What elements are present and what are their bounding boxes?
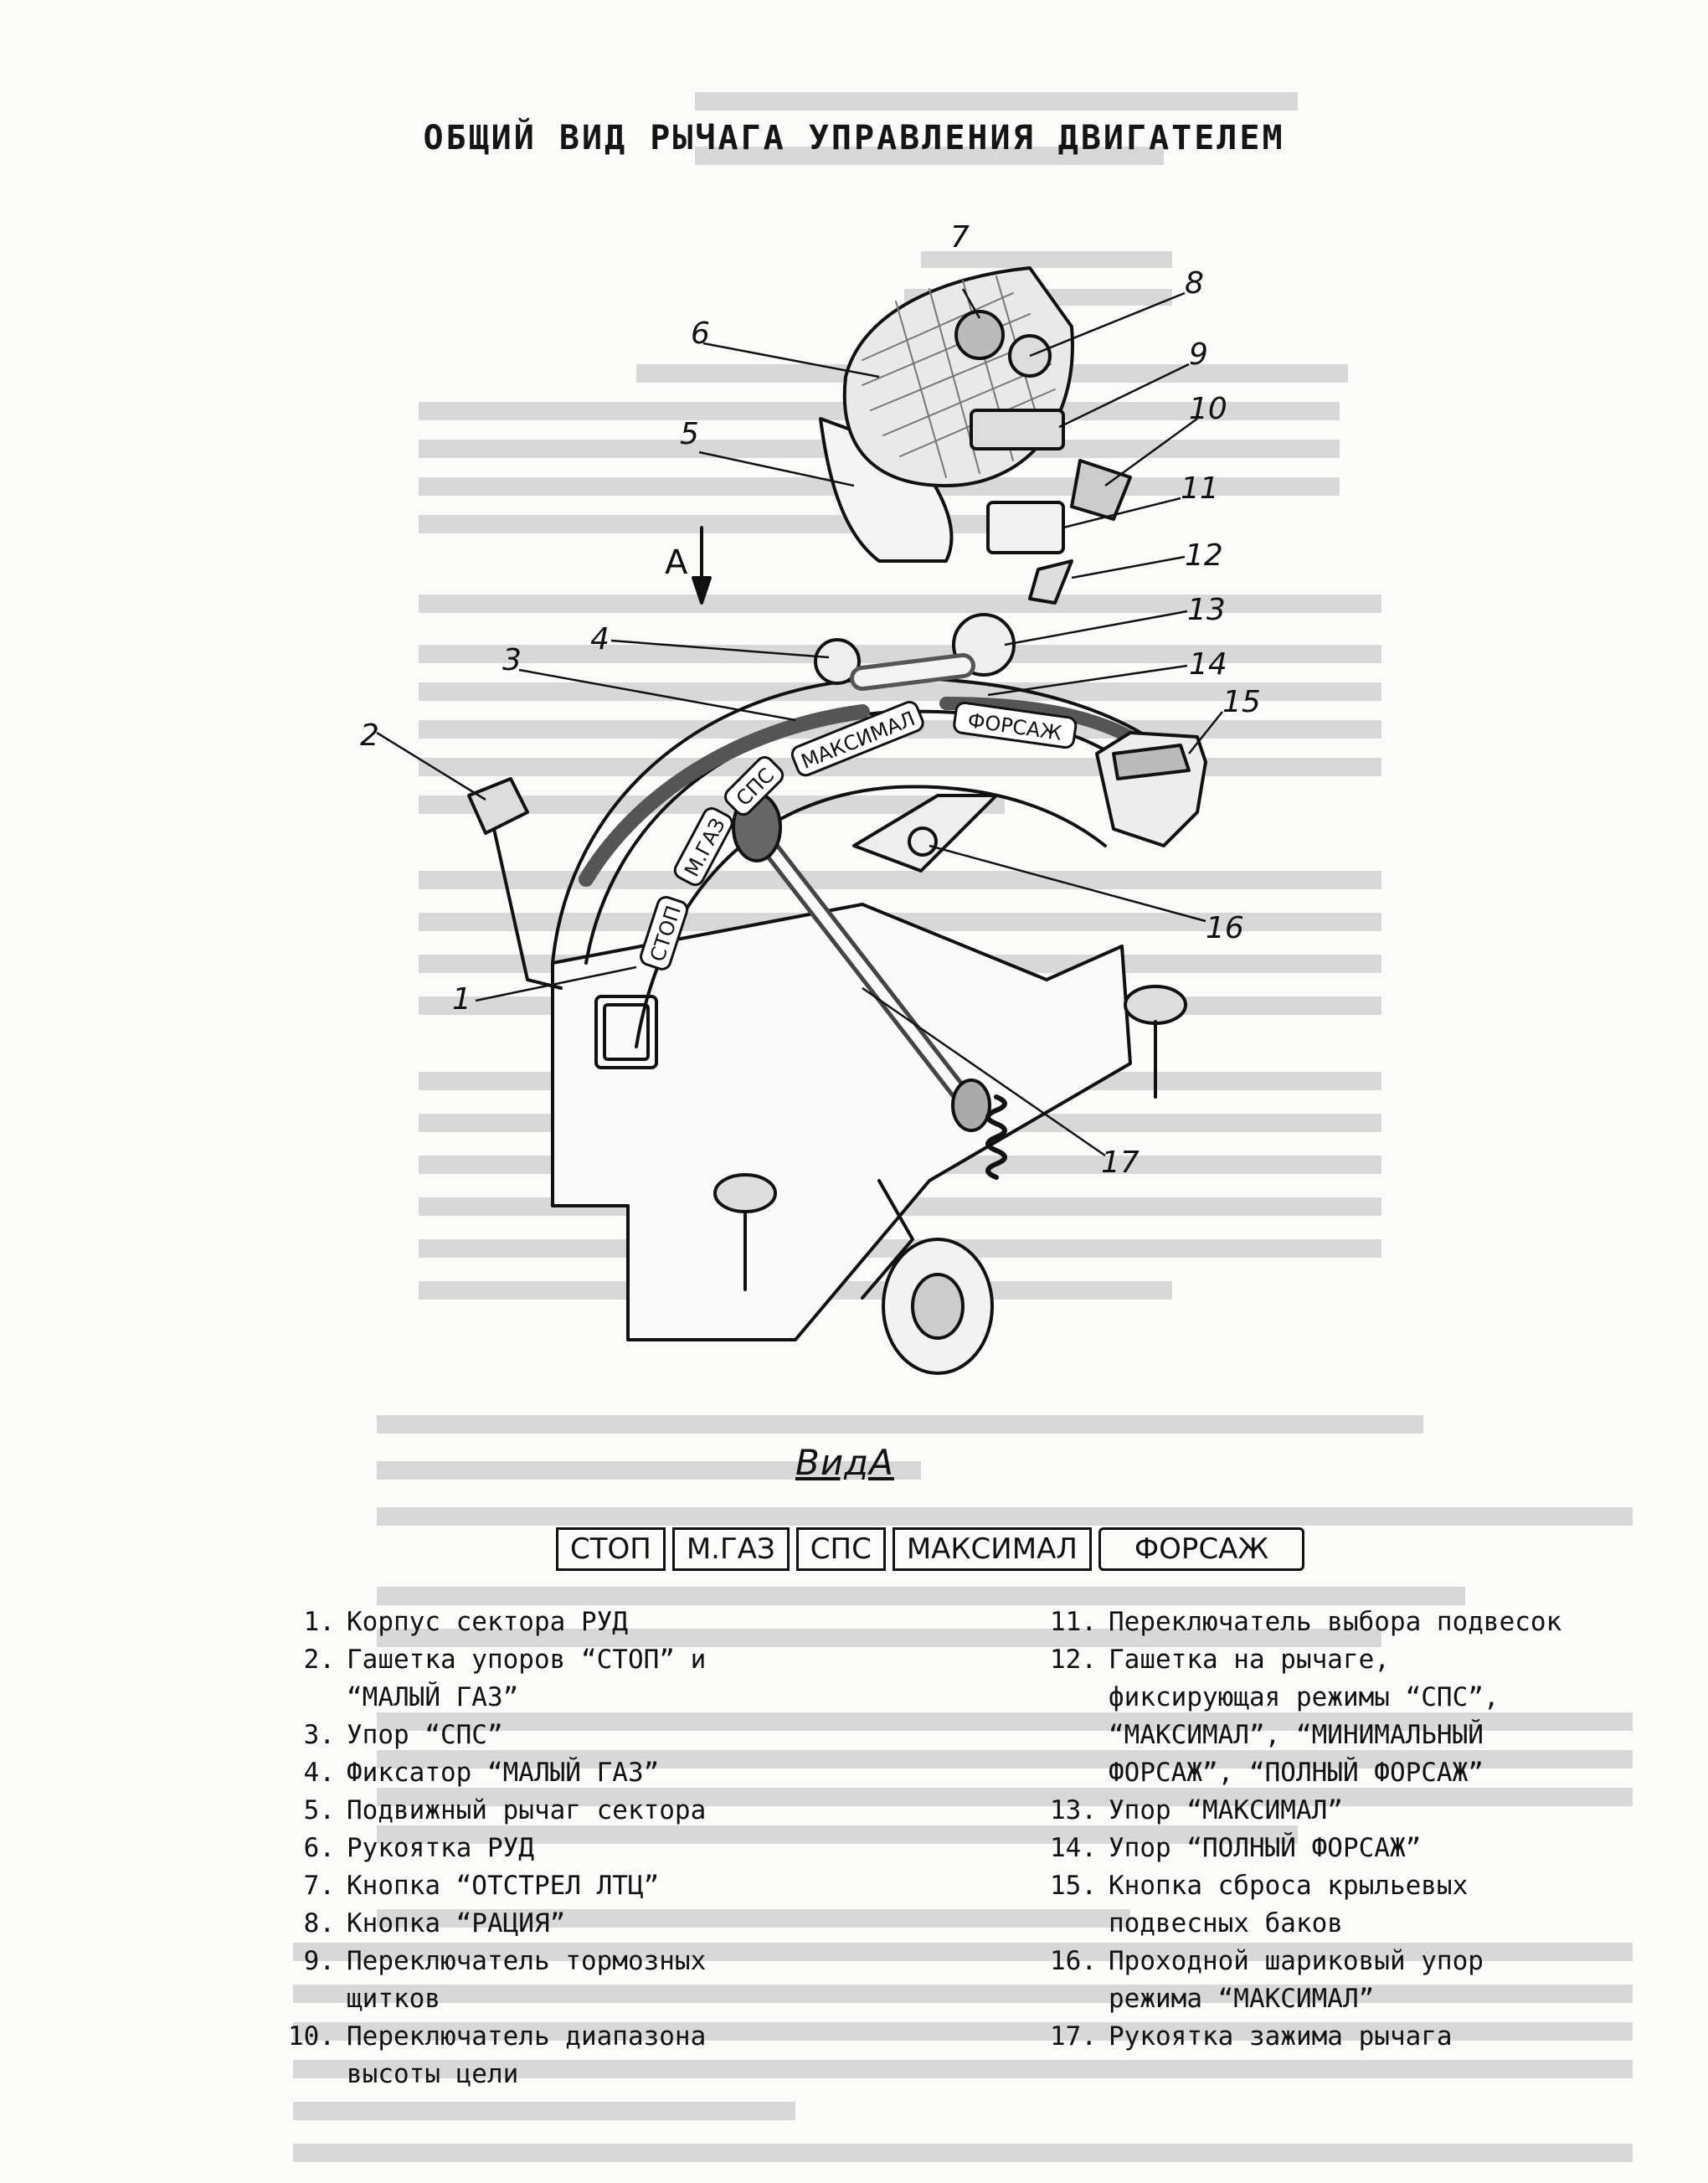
mode-maksimal: МАКСИМАЛ	[892, 1527, 1092, 1571]
callout-2: 2	[360, 718, 379, 753]
callout-4: 4	[590, 622, 610, 656]
legend-left: 1.Корпус сектора РУД 2.Гашетка упоров “С…	[255, 1604, 774, 2093]
legend-item: 16.Проходной шариковый упор режима “МАКС…	[1050, 1946, 1484, 2014]
callout-1: 1	[452, 982, 471, 1017]
legend-item: 2.Гашетка упоров “СТОП” и “МАЛЫЙ ГАЗ”	[303, 1645, 707, 1712]
legend-item: 7.Кнопка “ОТСТРЕЛ ЛТЦ”	[303, 1871, 660, 1901]
legend-item: 14.Упор “ПОЛНЫЙ ФОРСАЖ”	[1050, 1833, 1422, 1863]
legend-item: 15.Кнопка сброса крыльевых подвесных бак…	[1050, 1871, 1469, 1938]
callout-16: 16	[1206, 911, 1244, 945]
legend-item: 8.Кнопка “РАЦИЯ”	[303, 1908, 566, 1938]
callout-8: 8	[1185, 266, 1204, 301]
legend-item: 13.Упор “МАКСИМАЛ”	[1050, 1795, 1343, 1825]
mode-stop: СТОП	[556, 1527, 666, 1571]
callout-5: 5	[680, 417, 699, 451]
page-title: ОБЩИЙ ВИД РЫЧАГА УПРАВЛЕНИЯ ДВИГАТЕЛЕМ	[423, 119, 1285, 157]
callout-7: 7	[950, 220, 970, 255]
legend-item: 6.Рукоятка РУД	[303, 1833, 534, 1863]
callout-12: 12	[1185, 538, 1223, 573]
legend-right: 11.Переключатель выбора подвесок 12.Гаше…	[1017, 1604, 1570, 2056]
legend-item: 3.Упор “СПС”	[303, 1720, 503, 1750]
legend-item: 10.Переключатель диапазона высоты цели	[288, 2021, 707, 2089]
callout-10: 10	[1189, 392, 1227, 426]
view-caption: ВидА	[795, 1442, 894, 1483]
callout-13: 13	[1187, 593, 1226, 627]
callout-6: 6	[691, 317, 710, 351]
callout-9: 9	[1189, 337, 1208, 372]
legend-item: 9.Переключатель тормозных щитков	[303, 1946, 707, 2014]
view-arrow-label: А	[665, 543, 688, 582]
callout-3: 3	[502, 643, 522, 677]
callout-14: 14	[1189, 647, 1227, 682]
view-a-mode-strip: СТОП М.ГАЗ СПС МАКСИМАЛ ФОРСАЖ	[556, 1527, 1305, 1576]
callout-15: 15	[1222, 685, 1261, 719]
legend-item: 12.Гашетка на рычаге, фиксирующая режимы…	[1050, 1645, 1500, 1788]
callout-17: 17	[1101, 1146, 1140, 1180]
legend-item: 4.Фиксатор “МАЛЫЙ ГАЗ”	[303, 1758, 660, 1788]
mode-sps: СПС	[795, 1527, 886, 1571]
mode-mgaz: М.ГАЗ	[671, 1527, 790, 1571]
legend-item: 1.Корпус сектора РУД	[303, 1607, 628, 1637]
legend-item: 5.Подвижный рычаг сектора	[303, 1795, 707, 1825]
callout-11: 11	[1181, 471, 1219, 506]
lever-drawing: СТОП М.ГАЗ СПС МАКСИМАЛ ФОРСАЖ	[360, 220, 1261, 1375]
mode-forsazh: ФОРСАЖ	[1098, 1527, 1305, 1571]
legend-item: 17.Рукоятка зажима рычага	[1050, 2021, 1453, 2052]
sector-body	[551, 903, 1132, 1341]
legend-item: 11.Переключатель выбора подвесок	[1050, 1607, 1562, 1637]
